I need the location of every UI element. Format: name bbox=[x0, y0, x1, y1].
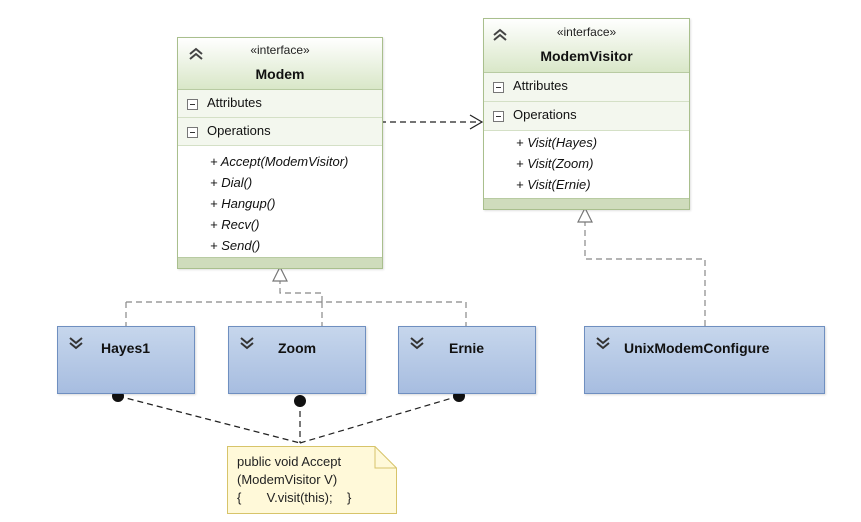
class-unix-modem-configure[interactable]: UnixModemConfigure bbox=[584, 326, 825, 394]
modem-visitor-operations-list: + Visit(Hayes) + Visit(Zoom) + Visit(Ern… bbox=[484, 131, 689, 201]
expand-icon[interactable] bbox=[239, 336, 255, 350]
modem-visitor-operations-section[interactable]: Operations bbox=[484, 102, 689, 131]
collapse-section-icon[interactable] bbox=[493, 111, 504, 122]
collapse-icon[interactable] bbox=[188, 47, 204, 61]
operation-item[interactable]: + Send() bbox=[210, 238, 261, 253]
operation-item[interactable]: + Accept(ModemVisitor) bbox=[210, 154, 349, 169]
class-zoom[interactable]: Zoom bbox=[228, 326, 366, 394]
modem-visitor-stereotype: «interface» bbox=[556, 25, 617, 39]
note-text-line: (ModemVisitor V) bbox=[237, 472, 338, 487]
modem-visitor-interface[interactable]: «interface» ModemVisitor Attributes Oper… bbox=[483, 18, 690, 210]
realization-visitor bbox=[584, 222, 706, 326]
attributes-label: Attributes bbox=[513, 78, 568, 93]
class-name: Zoom bbox=[278, 340, 317, 356]
modem-name: Modem bbox=[255, 66, 305, 82]
operation-item[interactable]: + Recv() bbox=[210, 217, 260, 232]
modem-operations-section[interactable]: Operations bbox=[178, 118, 382, 146]
realization-visitor-triangle bbox=[577, 206, 593, 223]
modem-visitor-name: ModemVisitor bbox=[540, 48, 633, 64]
realization-modem-triangle bbox=[272, 265, 288, 282]
operation-item[interactable]: + Visit(Zoom) bbox=[516, 156, 594, 171]
collapse-section-icon[interactable] bbox=[493, 82, 504, 93]
expand-icon[interactable] bbox=[409, 336, 425, 350]
note-text-line: { V.visit(this); } bbox=[237, 490, 352, 505]
collapse-section-icon[interactable] bbox=[187, 99, 198, 110]
code-note[interactable]: public void Accept (ModemVisitor V) { V.… bbox=[227, 446, 397, 514]
modem-footer bbox=[178, 257, 382, 268]
operation-item[interactable]: + Visit(Ernie) bbox=[516, 177, 591, 192]
realization-modem bbox=[125, 281, 467, 326]
operation-item[interactable]: + Dial() bbox=[210, 175, 253, 190]
note-text-line: public void Accept bbox=[237, 454, 342, 469]
operation-item[interactable]: + Visit(Hayes) bbox=[516, 135, 598, 150]
note-anchor-dot-zoom bbox=[294, 395, 306, 407]
class-ernie[interactable]: Ernie bbox=[398, 326, 536, 394]
modem-attributes-section[interactable]: Attributes bbox=[178, 90, 382, 118]
modem-visitor-footer bbox=[484, 198, 689, 209]
class-name: Hayes1 bbox=[101, 340, 151, 356]
modem-visitor-header: «interface» ModemVisitor bbox=[484, 19, 689, 73]
modem-stereotype: «interface» bbox=[250, 43, 310, 57]
operations-label: Operations bbox=[513, 107, 577, 122]
operations-label: Operations bbox=[207, 123, 271, 138]
class-name: Ernie bbox=[449, 340, 485, 356]
modem-operations-list: + Accept(ModemVisitor) + Dial() + Hangup… bbox=[178, 146, 382, 258]
modem-interface[interactable]: «interface» Modem Attributes Operations … bbox=[177, 37, 383, 269]
class-name: UnixModemConfigure bbox=[624, 340, 770, 356]
operation-item[interactable]: + Hangup() bbox=[210, 196, 276, 211]
expand-icon[interactable] bbox=[68, 336, 84, 350]
expand-icon[interactable] bbox=[595, 336, 611, 350]
class-hayes1[interactable]: Hayes1 bbox=[57, 326, 195, 394]
collapse-section-icon[interactable] bbox=[187, 127, 198, 138]
modem-header: «interface» Modem bbox=[178, 38, 382, 90]
note-shape bbox=[227, 446, 397, 514]
note-anchor-lines bbox=[117, 395, 460, 444]
attributes-label: Attributes bbox=[207, 95, 262, 110]
collapse-icon[interactable] bbox=[492, 28, 508, 42]
modem-visitor-attributes-section[interactable]: Attributes bbox=[484, 73, 689, 102]
dependency-arrowhead bbox=[469, 114, 484, 130]
